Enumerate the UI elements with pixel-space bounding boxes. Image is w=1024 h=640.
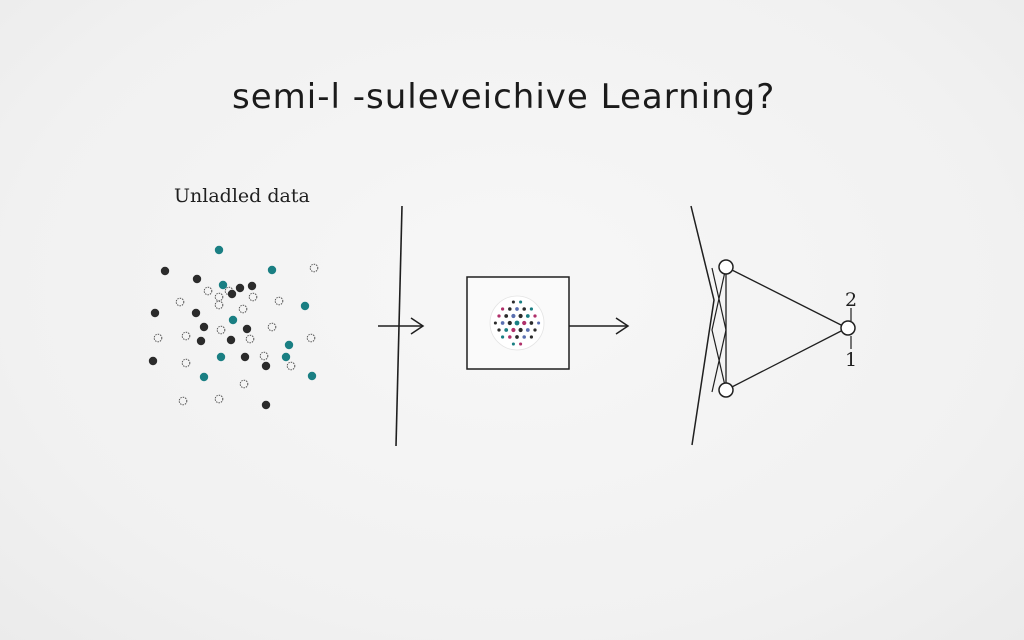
data-point bbox=[199, 372, 209, 382]
unlabeled-data-cluster bbox=[148, 245, 319, 410]
network-node-top bbox=[718, 259, 734, 275]
data-point bbox=[214, 300, 224, 310]
network-edge bbox=[725, 327, 848, 391]
data-point bbox=[267, 265, 277, 275]
network-node-bottom bbox=[718, 382, 734, 398]
network-cross-line bbox=[711, 266, 727, 391]
data-point bbox=[228, 315, 238, 325]
network-node-output bbox=[840, 320, 856, 336]
sphere-dot bbox=[508, 307, 512, 311]
diagram-title: semi-l -suleveichive Learning? bbox=[232, 77, 775, 117]
sphere-dot bbox=[518, 313, 523, 319]
data-point bbox=[267, 322, 277, 332]
unlabeled-data-label: Unladled data bbox=[174, 185, 310, 207]
sphere-dot bbox=[497, 328, 501, 332]
data-point bbox=[306, 333, 316, 343]
output-arrow bbox=[569, 317, 630, 335]
data-point bbox=[203, 286, 213, 296]
data-point bbox=[148, 356, 158, 366]
data-point bbox=[226, 335, 236, 345]
sphere-dot bbox=[497, 314, 501, 318]
data-point bbox=[150, 308, 160, 318]
data-point bbox=[307, 371, 317, 381]
data-point bbox=[235, 283, 245, 293]
data-point bbox=[284, 340, 294, 350]
sphere-dot bbox=[501, 307, 505, 311]
network-edge bbox=[725, 266, 848, 329]
sphere-dot bbox=[537, 321, 541, 325]
data-point bbox=[247, 281, 257, 291]
data-point bbox=[181, 358, 191, 368]
data-point bbox=[261, 400, 271, 410]
data-point bbox=[175, 297, 185, 307]
data-point bbox=[214, 292, 224, 302]
sphere-dot bbox=[519, 342, 523, 346]
data-point bbox=[214, 245, 224, 255]
data-point bbox=[274, 296, 284, 306]
sphere-dot bbox=[511, 300, 515, 304]
data-point bbox=[192, 274, 202, 284]
data-point bbox=[218, 280, 228, 290]
data-point bbox=[240, 352, 250, 362]
output-label-top: 2 bbox=[845, 289, 857, 311]
sphere-dot bbox=[522, 335, 526, 339]
sphere-dot bbox=[504, 314, 509, 318]
sphere-dot bbox=[519, 300, 523, 304]
data-point bbox=[238, 304, 248, 314]
data-point bbox=[199, 322, 209, 332]
data-point bbox=[214, 394, 224, 404]
sphere-dot bbox=[511, 342, 515, 346]
sphere-dot bbox=[493, 321, 497, 325]
sphere-dot bbox=[514, 320, 520, 326]
sphere-dot bbox=[511, 327, 516, 333]
output-label-bottom: 1 bbox=[845, 349, 857, 371]
sphere-dot bbox=[525, 328, 530, 332]
sphere-dot bbox=[522, 320, 527, 326]
sphere-dots bbox=[493, 300, 541, 346]
data-point bbox=[300, 301, 310, 311]
input-arrow bbox=[378, 317, 425, 335]
data-point bbox=[242, 324, 252, 334]
data-point bbox=[245, 334, 255, 344]
data-point bbox=[216, 325, 226, 335]
sphere-dot bbox=[508, 335, 512, 339]
data-point bbox=[216, 352, 226, 362]
data-point bbox=[227, 289, 237, 299]
data-point bbox=[259, 351, 269, 361]
data-point bbox=[248, 292, 258, 302]
sphere-dot bbox=[533, 328, 537, 332]
sphere-dot bbox=[533, 314, 537, 318]
data-point bbox=[309, 263, 319, 273]
sphere-dot bbox=[515, 307, 519, 311]
data-point bbox=[153, 333, 163, 343]
data-point bbox=[191, 308, 201, 318]
sphere-dot bbox=[515, 335, 519, 339]
sphere-dot bbox=[504, 328, 509, 332]
sphere-dot bbox=[511, 313, 516, 319]
data-point bbox=[239, 379, 249, 389]
data-point bbox=[181, 331, 191, 341]
sphere-dot bbox=[529, 321, 534, 325]
data-point bbox=[286, 361, 296, 371]
data-point bbox=[281, 352, 291, 362]
sphere-dot bbox=[507, 320, 512, 326]
sphere-dot bbox=[522, 307, 526, 311]
sphere-dot bbox=[525, 314, 530, 318]
data-point bbox=[178, 396, 188, 406]
sphere-dot bbox=[500, 321, 505, 325]
network-bracket-line bbox=[690, 205, 715, 446]
data-point bbox=[261, 361, 271, 371]
sphere-dot bbox=[529, 307, 534, 311]
sphere-dot bbox=[501, 335, 505, 339]
network-diagram: 2 1 bbox=[690, 205, 857, 446]
sphere-dot bbox=[518, 327, 523, 333]
data-point bbox=[196, 336, 206, 346]
network-cross-line bbox=[711, 267, 727, 393]
sphere-dot bbox=[529, 335, 534, 339]
data-point bbox=[160, 266, 170, 276]
